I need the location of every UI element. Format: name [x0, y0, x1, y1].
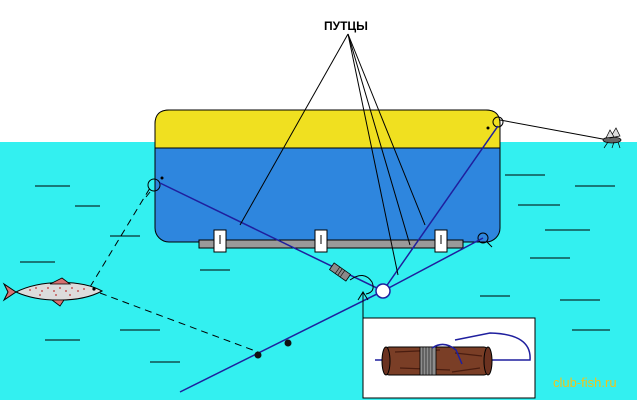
- fly-icon: [602, 127, 622, 149]
- bottom-bar: [198, 229, 464, 253]
- putty-label: ПУТЦЫ: [324, 19, 368, 33]
- dashed-lines: [89, 187, 259, 353]
- float-pin-left: [160, 176, 164, 180]
- float: [154, 109, 501, 243]
- knot-icon: [381, 343, 493, 376]
- left-loop: [145, 178, 161, 198]
- watermark: club-fish.ru: [553, 375, 617, 390]
- stick-icon: [328, 262, 352, 282]
- ring-icon: [375, 283, 391, 299]
- pointer-lines: [239, 33, 426, 276]
- fish-icon: [2, 277, 104, 307]
- water-ripples: [20, 174, 615, 363]
- fly-line: [499, 119, 609, 141]
- bead-2: [284, 339, 292, 347]
- knot-inset: [362, 317, 536, 399]
- right-bottom-loop: [477, 232, 493, 248]
- bead-1: [254, 351, 262, 359]
- stick-loop: [349, 275, 374, 295]
- inset-line: [375, 332, 531, 361]
- inset-arrow: [357, 291, 369, 301]
- float-pin-right: [486, 126, 490, 130]
